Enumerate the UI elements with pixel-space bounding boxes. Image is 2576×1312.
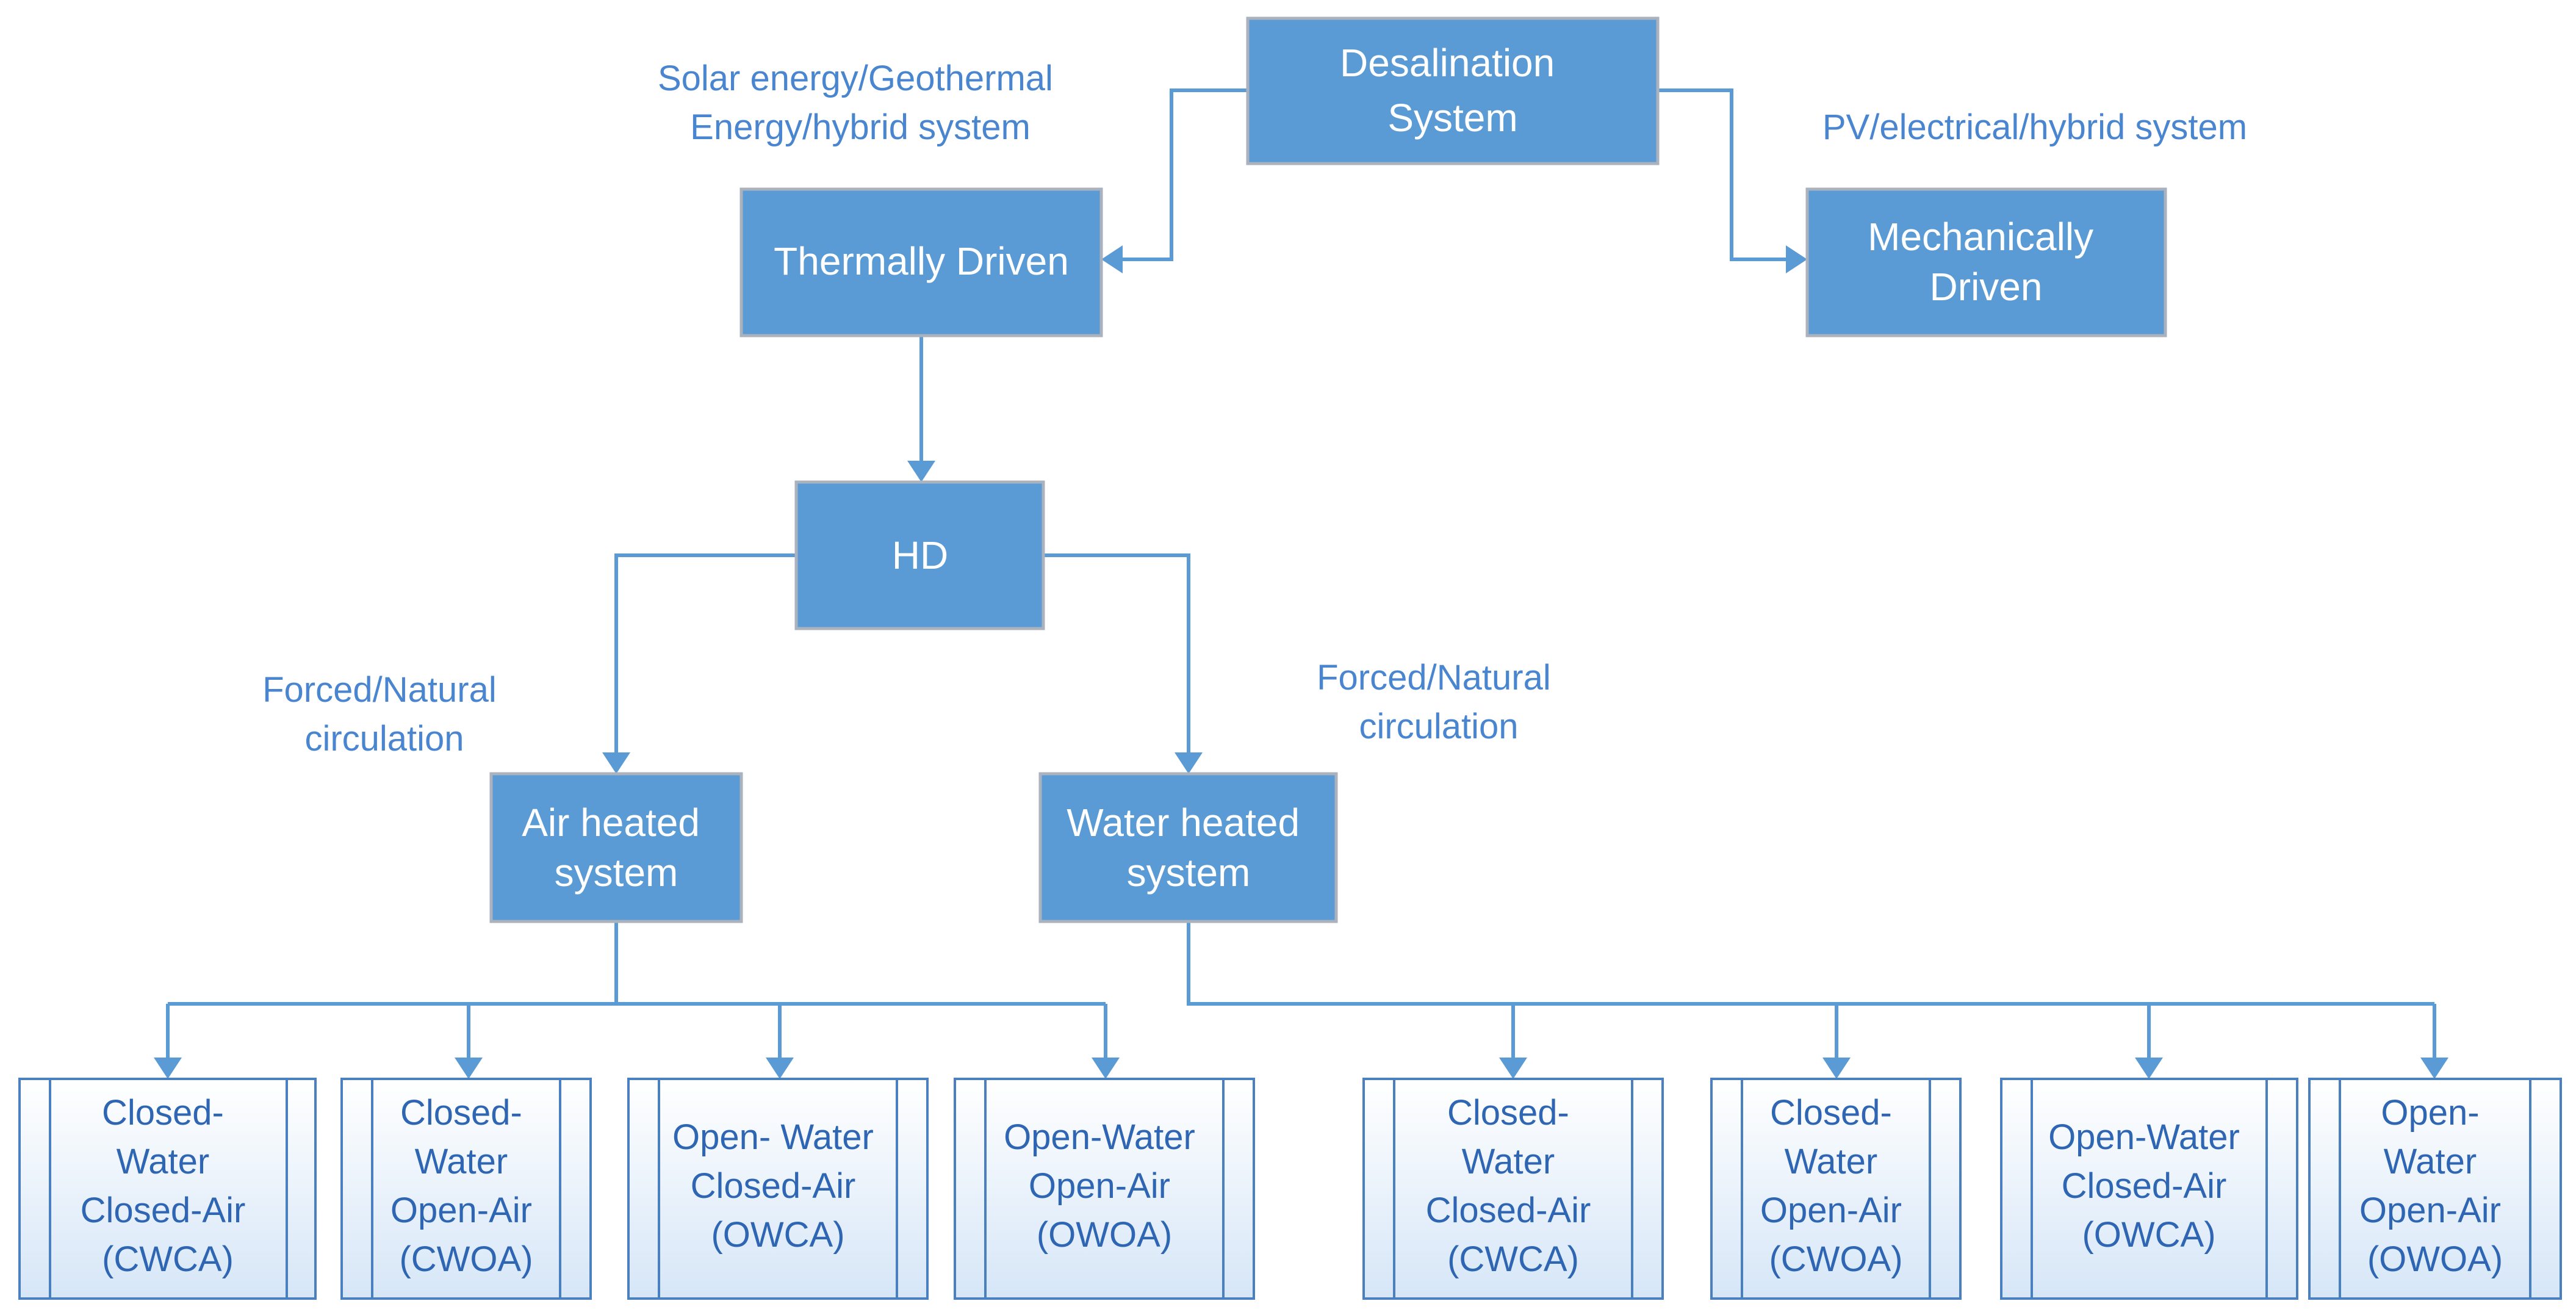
arrow-water-leaf-3 xyxy=(2135,1058,2163,1079)
node-water-heated-system: Water heated system xyxy=(1038,772,1338,923)
arrow-water-leaf-1 xyxy=(1499,1058,1527,1079)
node-hd-label: HD xyxy=(892,533,948,577)
arrow-air-leaf-3 xyxy=(766,1058,794,1079)
leaf-air-cwoa: Closed- Water Open-Air (CWOA) xyxy=(340,1078,592,1300)
arrow-air-leaf-1 xyxy=(154,1058,182,1079)
connector-desalination-to-mechanically xyxy=(1658,88,1788,261)
node-mechanically-driven: Mechanically Driven xyxy=(1805,187,2167,337)
node-hd: HD xyxy=(794,480,1045,630)
leaf-water-cwoa: Closed- Water Open-Air (CWOA) xyxy=(1710,1078,1962,1300)
leaf-air-cwca-label: Closed- Water Closed-Air (CWCA) xyxy=(81,1093,256,1279)
leaf-water-owca-label: Open-Water Closed-Air (OWCA) xyxy=(2048,1117,2250,1255)
node-water-heated-label: Water heated system xyxy=(1067,801,1311,895)
leaf-water-cwca: Closed- Water Closed-Air (CWCA) xyxy=(1362,1078,1664,1300)
leaf-air-owca: Open- Water Closed-Air (OWCA) xyxy=(627,1078,929,1300)
leaf-air-owoa-label: Open-Water Open-Air (OWOA) xyxy=(1004,1117,1205,1255)
connector-desalination-to-thermally xyxy=(1107,88,1248,261)
connector-hd-to-water xyxy=(1043,553,1190,754)
arrow-water-leaf-4 xyxy=(2420,1058,2448,1079)
node-air-heated-system: Air heated system xyxy=(489,772,743,923)
edge-label-thermal-energy: Solar energy/Geothermal Energy/hybrid sy… xyxy=(658,59,1063,147)
leaf-air-owca-label: Open- Water Closed-Air (OWCA) xyxy=(672,1117,883,1255)
leaf-water-owca: Open-Water Closed-Air (OWCA) xyxy=(2000,1078,2298,1300)
connectors xyxy=(154,88,2448,1079)
edge-label-air-circulation: Forced/Natural circulation xyxy=(262,670,506,759)
arrow-water-leaf-2 xyxy=(1822,1058,1851,1079)
node-mechanically-label: Mechanically Driven xyxy=(1868,215,2104,309)
node-thermally-driven: Thermally Driven xyxy=(739,187,1103,337)
arrow-air-leaf-2 xyxy=(455,1058,483,1079)
leaf-water-owoa: Open- Water Open-Air (OWOA) xyxy=(2308,1078,2562,1300)
leaf-water-cwca-label: Closed- Water Closed-Air (CWCA) xyxy=(1426,1093,1601,1279)
arrow-thermally xyxy=(1101,245,1123,273)
node-desalination-label: Desalination System xyxy=(1340,41,1566,140)
connector-air-bus xyxy=(166,921,1107,1059)
arrow-mechanically xyxy=(1786,245,1807,273)
leaf-air-owoa: Open-Water Open-Air (OWOA) xyxy=(954,1078,1255,1300)
leaf-air-cwoa-label: Closed- Water Open-Air (CWOA) xyxy=(390,1093,542,1279)
node-air-heated-label: Air heated system xyxy=(522,801,711,895)
edge-label-water-circulation: Forced/Natural circulation xyxy=(1317,658,1561,746)
leaf-water-owoa-label: Open- Water Open-Air (OWOA) xyxy=(2359,1093,2511,1279)
node-desalination-system: Desalination System xyxy=(1246,16,1660,165)
arrow-air-heated xyxy=(602,752,630,774)
arrow-water-heated xyxy=(1175,752,1203,774)
node-thermally-label: Thermally Driven xyxy=(774,239,1069,283)
connector-water-bus xyxy=(1187,921,2436,1059)
connector-hd-to-air xyxy=(614,553,796,754)
arrow-hd xyxy=(907,461,935,482)
leaf-water-cwoa-label: Closed- Water Open-Air (CWOA) xyxy=(1760,1093,1912,1279)
arrow-air-leaf-4 xyxy=(1092,1058,1120,1079)
edge-label-mechanical-energy: PV/electrical/hybrid system xyxy=(1822,107,2247,147)
leaf-air-cwca: Closed- Water Closed-Air (CWCA) xyxy=(18,1078,317,1300)
